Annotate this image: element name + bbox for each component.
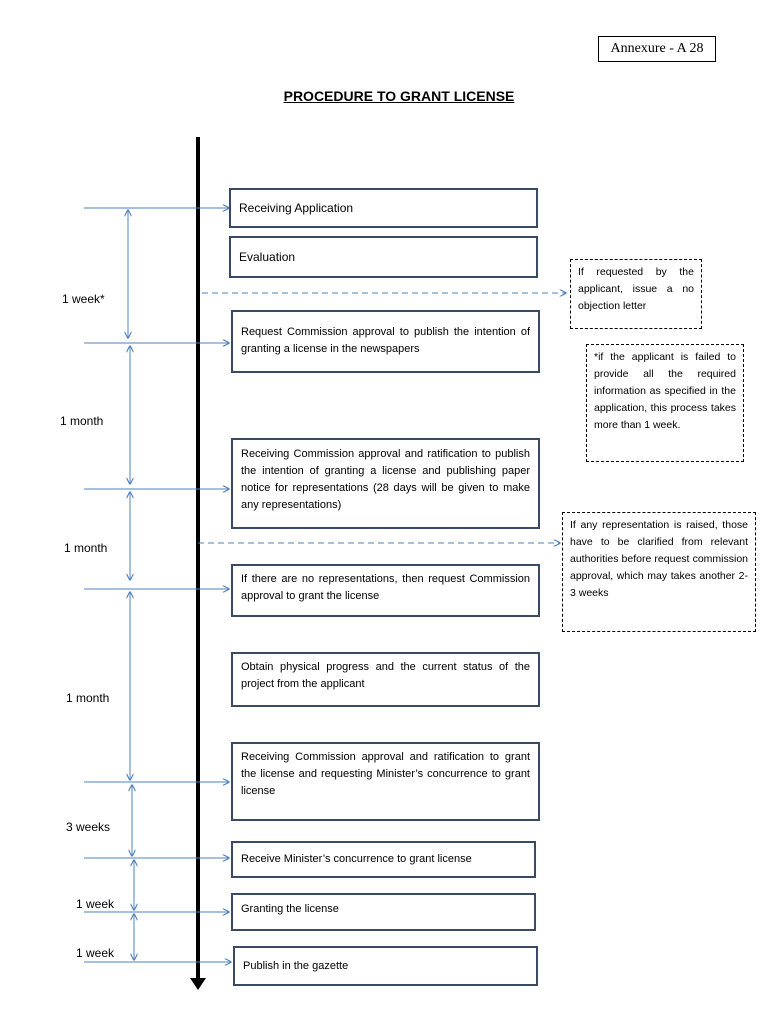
duration-label: 3 weeks [66,820,111,834]
duration-label: 1 month [60,414,104,428]
duration-label: 1 month [66,691,110,705]
duration-label: 1 week [76,897,115,911]
step-box: Granting the license [231,893,536,931]
step-box: Request Commission approval to publish t… [231,310,540,373]
step-box: If there are no representations, then re… [231,564,540,617]
step-box: Receive Minister’s concurrence to grant … [231,841,536,878]
step-box: Receiving Commission approval and ratifi… [231,742,540,821]
note-box: *if the applicant is failed to provide a… [586,344,744,462]
step-box: Obtain physical progress and the current… [231,652,540,707]
annexure-label: Annexure - A 28 [598,36,716,62]
step-box: Evaluation [229,236,538,278]
duration-label: 1 week* [62,292,105,306]
timeline-arrowhead [190,978,206,990]
page-title: PROCEDURE TO GRANT LICENSE [283,88,515,104]
note-box: If any representation is raised, those h… [562,512,756,632]
step-box: Receiving Commission approval and ratifi… [231,438,540,529]
step-box: Receiving Application [229,188,538,228]
step-box: Publish in the gazette [233,946,538,986]
duration-label: 1 month [64,541,108,555]
duration-label: 1 week [76,946,115,960]
note-box: If requested by the applicant, issue a n… [570,259,702,329]
